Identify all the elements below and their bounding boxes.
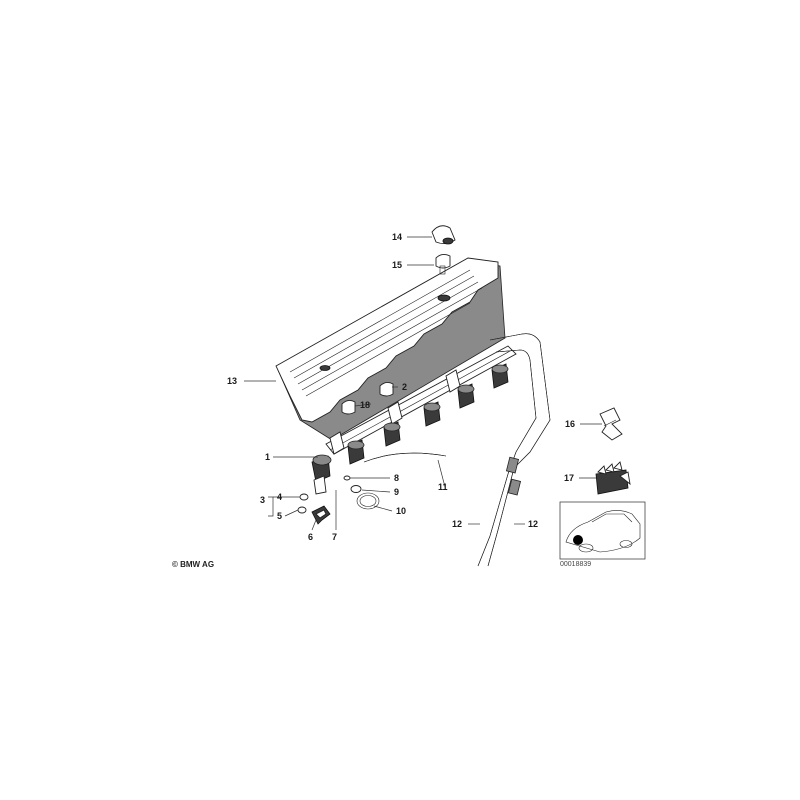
callout-6: 6 (308, 532, 313, 542)
injector-5[interactable] (457, 383, 475, 409)
fuel-injectors[interactable] (311, 363, 509, 495)
callout-16: 16 (565, 419, 575, 429)
callout-1: 1 (265, 452, 270, 462)
callout-12: 12 (528, 519, 538, 529)
callout-3: 3 (260, 495, 265, 505)
part-16-clamp[interactable] (599, 407, 623, 441)
part-6-clip[interactable] (311, 505, 331, 525)
callout-12: 12 (452, 519, 462, 529)
callout-18: 18 (360, 400, 370, 410)
part-2-nut[interactable] (379, 381, 394, 397)
callout-2: 2 (402, 382, 407, 392)
callout-15: 15 (392, 260, 402, 270)
copyright-notice: © BMW AG (172, 560, 214, 569)
part-18-grommet[interactable] (341, 399, 356, 415)
part-14-cap[interactable] (431, 225, 456, 245)
part-11-hose[interactable] (363, 452, 447, 463)
part-12-fuel-lines[interactable] (477, 333, 551, 567)
callout-4: 4 (277, 492, 282, 502)
callout-14: 14 (392, 232, 402, 242)
part-5-seal-ring[interactable] (297, 506, 307, 514)
injector-6[interactable] (491, 363, 509, 389)
part-13-engine-cover[interactable] (275, 257, 506, 441)
callout-10: 10 (396, 506, 406, 516)
engine-location-marker (573, 535, 583, 545)
callout-5: 5 (277, 511, 282, 521)
part-9-o-ring[interactable] (350, 485, 362, 493)
part-1-fuel-rail[interactable] (325, 345, 517, 455)
callout-8: 8 (394, 473, 399, 483)
injector-4[interactable] (423, 401, 441, 427)
part-15-nut[interactable] (435, 253, 451, 275)
part-8-o-ring[interactable] (343, 475, 351, 481)
callout-17: 17 (564, 473, 574, 483)
injector-3[interactable] (383, 421, 401, 447)
part-4-o-ring[interactable] (299, 493, 309, 501)
leader-lines (244, 236, 602, 531)
callout-9: 9 (394, 487, 399, 497)
vehicle-thumbnail (559, 501, 646, 560)
callout-labels: 14 15 13 2 18 1 3 4 5 6 7 8 9 10 11 12 1… (227, 232, 575, 542)
part-10-ring[interactable] (356, 492, 380, 510)
injector-2[interactable] (347, 439, 365, 465)
callout-7: 7 (332, 532, 337, 542)
part-17-holder[interactable] (595, 461, 631, 495)
callout-13: 13 (227, 376, 237, 386)
callout-11: 11 (438, 482, 448, 492)
injector-1[interactable] (311, 454, 332, 495)
reference-number: 00018839 (560, 561, 591, 568)
